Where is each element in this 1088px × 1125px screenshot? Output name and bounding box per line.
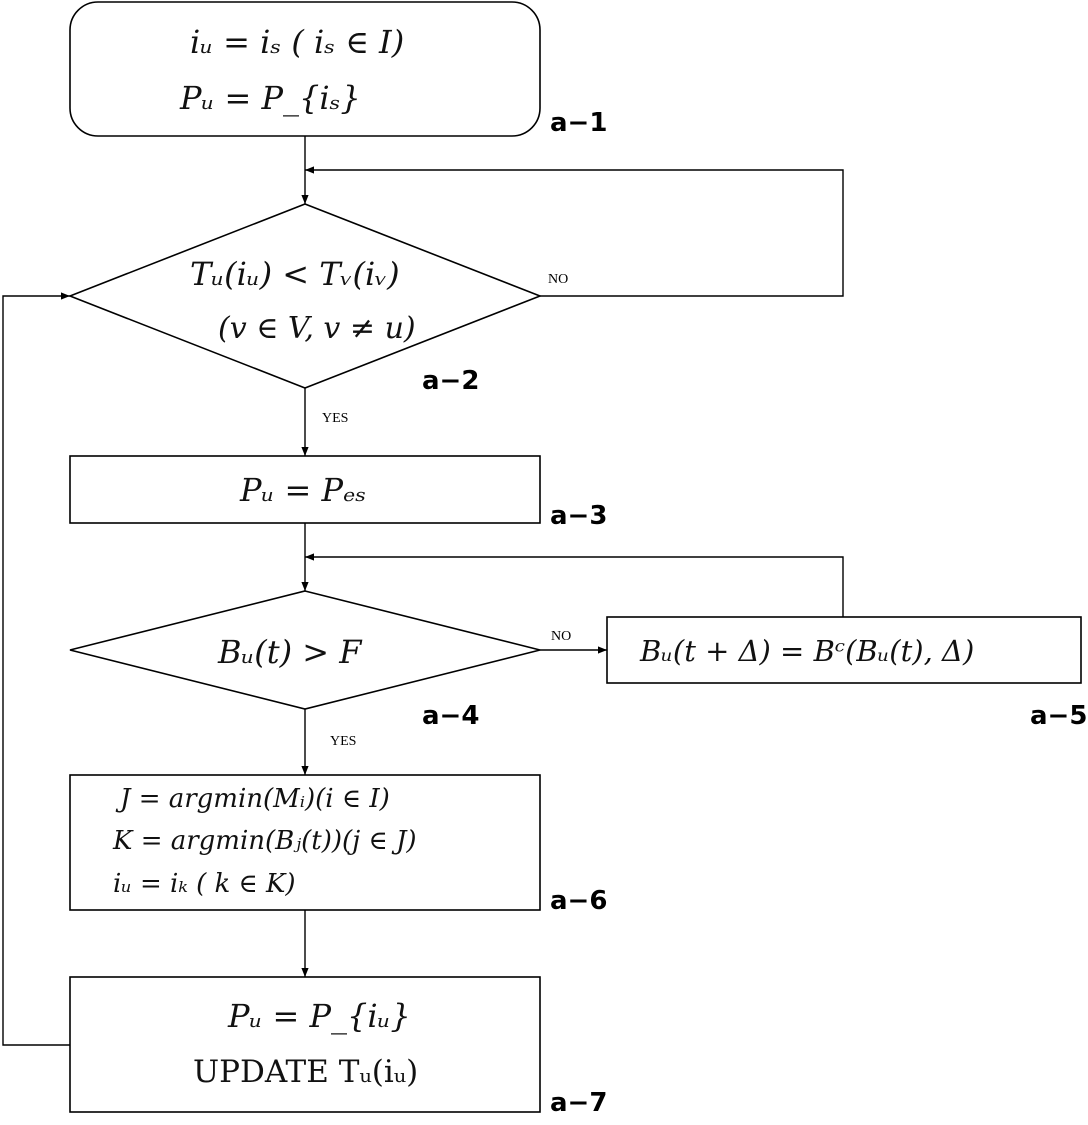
a2-formula-1: Tᵤ(iᵤ) < Tᵥ(iᵥ) bbox=[190, 255, 400, 293]
a6-formula-3: iᵤ = iₖ ( k ∈ K) bbox=[113, 869, 296, 899]
box-a5 bbox=[606, 616, 1082, 684]
a4-tag: a−4 bbox=[422, 701, 480, 731]
edge-a2-no-loop bbox=[305, 166, 844, 297]
a4-formula: Bᵤ(t) > F bbox=[218, 633, 362, 671]
edge-a5-loop bbox=[305, 553, 844, 617]
a1-tag: a−1 bbox=[550, 108, 608, 138]
a2-tag: a−2 bbox=[422, 366, 480, 396]
a4-yes-label: YES bbox=[330, 734, 357, 749]
a3-tag: a−3 bbox=[550, 501, 608, 531]
a2-no-label: NO bbox=[548, 272, 569, 287]
a2-yes-label: YES bbox=[322, 411, 349, 426]
a7-formula-2: UPDATE Tᵤ(iᵤ) bbox=[193, 1054, 419, 1090]
a6-formula-2: K = argmin(Bⱼ(t))(j ∈ J) bbox=[113, 826, 417, 856]
a5-formula: Bᵤ(t + Δ) = Bᶜ(Bᵤ(t), Δ) bbox=[640, 634, 975, 668]
edge-a7-loop-a2 bbox=[2, 292, 70, 1046]
a1-formula-2: Pᵤ = P_{iₛ} bbox=[180, 79, 361, 117]
a6-tag: a−6 bbox=[550, 886, 608, 916]
decision-a2 bbox=[67, 203, 543, 389]
a7-tag: a−7 bbox=[550, 1088, 608, 1118]
a6-formula-1: J = argmin(Mᵢ)(i ∈ I) bbox=[120, 784, 390, 814]
a5-tag: a−5 bbox=[1030, 701, 1088, 731]
a1-formula-1: iᵤ = iₛ ( iₛ ∈ I) bbox=[190, 23, 405, 61]
a2-formula-2: (v ∈ V, v ≠ u) bbox=[218, 311, 416, 346]
a4-no-label: NO bbox=[551, 629, 572, 644]
a7-formula-1: Pᵤ = P_{iᵤ} bbox=[228, 997, 411, 1035]
a3-formula: Pᵤ = Pₑₛ bbox=[240, 471, 367, 509]
